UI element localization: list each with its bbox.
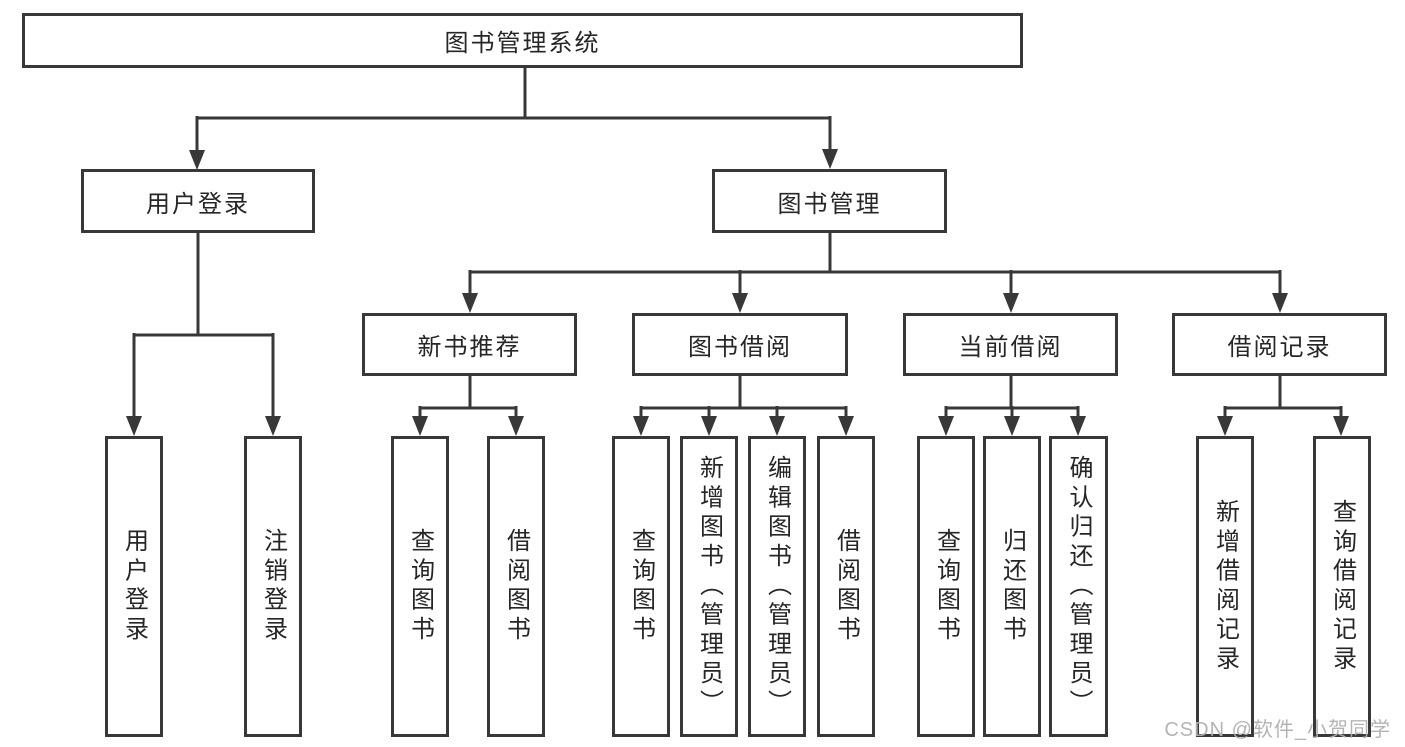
connector-book-borrow-children: [639, 376, 848, 420]
connector-book-mgmt-children: [468, 233, 1282, 297]
leaf-user-login: 用户登录: [105, 436, 163, 737]
connector-borrow-records-children: [1223, 376, 1343, 420]
node-user-login: 用户登录: [81, 169, 315, 233]
node-current-borrow: 当前借阅: [903, 313, 1118, 376]
leaf-query-books-current: 查询图书: [917, 436, 975, 737]
leaf-query-books-recommend: 查询图书: [391, 436, 449, 737]
leaf-query-borrow-record: 查询借阅记录: [1313, 436, 1371, 737]
leaf-add-books-admin: 新增图书（管理员）: [680, 436, 738, 737]
leaf-borrow-books-recommend: 借阅图书: [487, 436, 545, 737]
leaf-return-books: 归还图书: [983, 436, 1041, 737]
node-root-library-system: 图书管理系统: [22, 13, 1023, 68]
node-borrow-records: 借阅记录: [1172, 313, 1387, 376]
connector-user-login-children: [132, 233, 275, 420]
node-book-borrow: 图书借阅: [632, 313, 848, 376]
leaf-edit-books-admin: 编辑图书（管理员）: [748, 436, 806, 737]
node-new-book-recommend: 新书推荐: [362, 313, 577, 376]
csdn-watermark: CSDN @软件_小贺同学: [1164, 719, 1391, 741]
leaf-add-borrow-record: 新增借阅记录: [1196, 436, 1254, 737]
node-book-management: 图书管理: [712, 169, 947, 233]
leaf-borrow-books: 借阅图书: [817, 436, 875, 737]
leaf-confirm-return-admin: 确认归还（管理员）: [1049, 436, 1108, 737]
connector-current-borrow-children: [944, 376, 1080, 420]
connector-root-to-level2: [195, 68, 832, 152]
connector-new-books-children: [418, 376, 518, 420]
leaf-logout: 注销登录: [244, 436, 302, 737]
leaf-query-books-borrow: 查询图书: [612, 436, 670, 737]
